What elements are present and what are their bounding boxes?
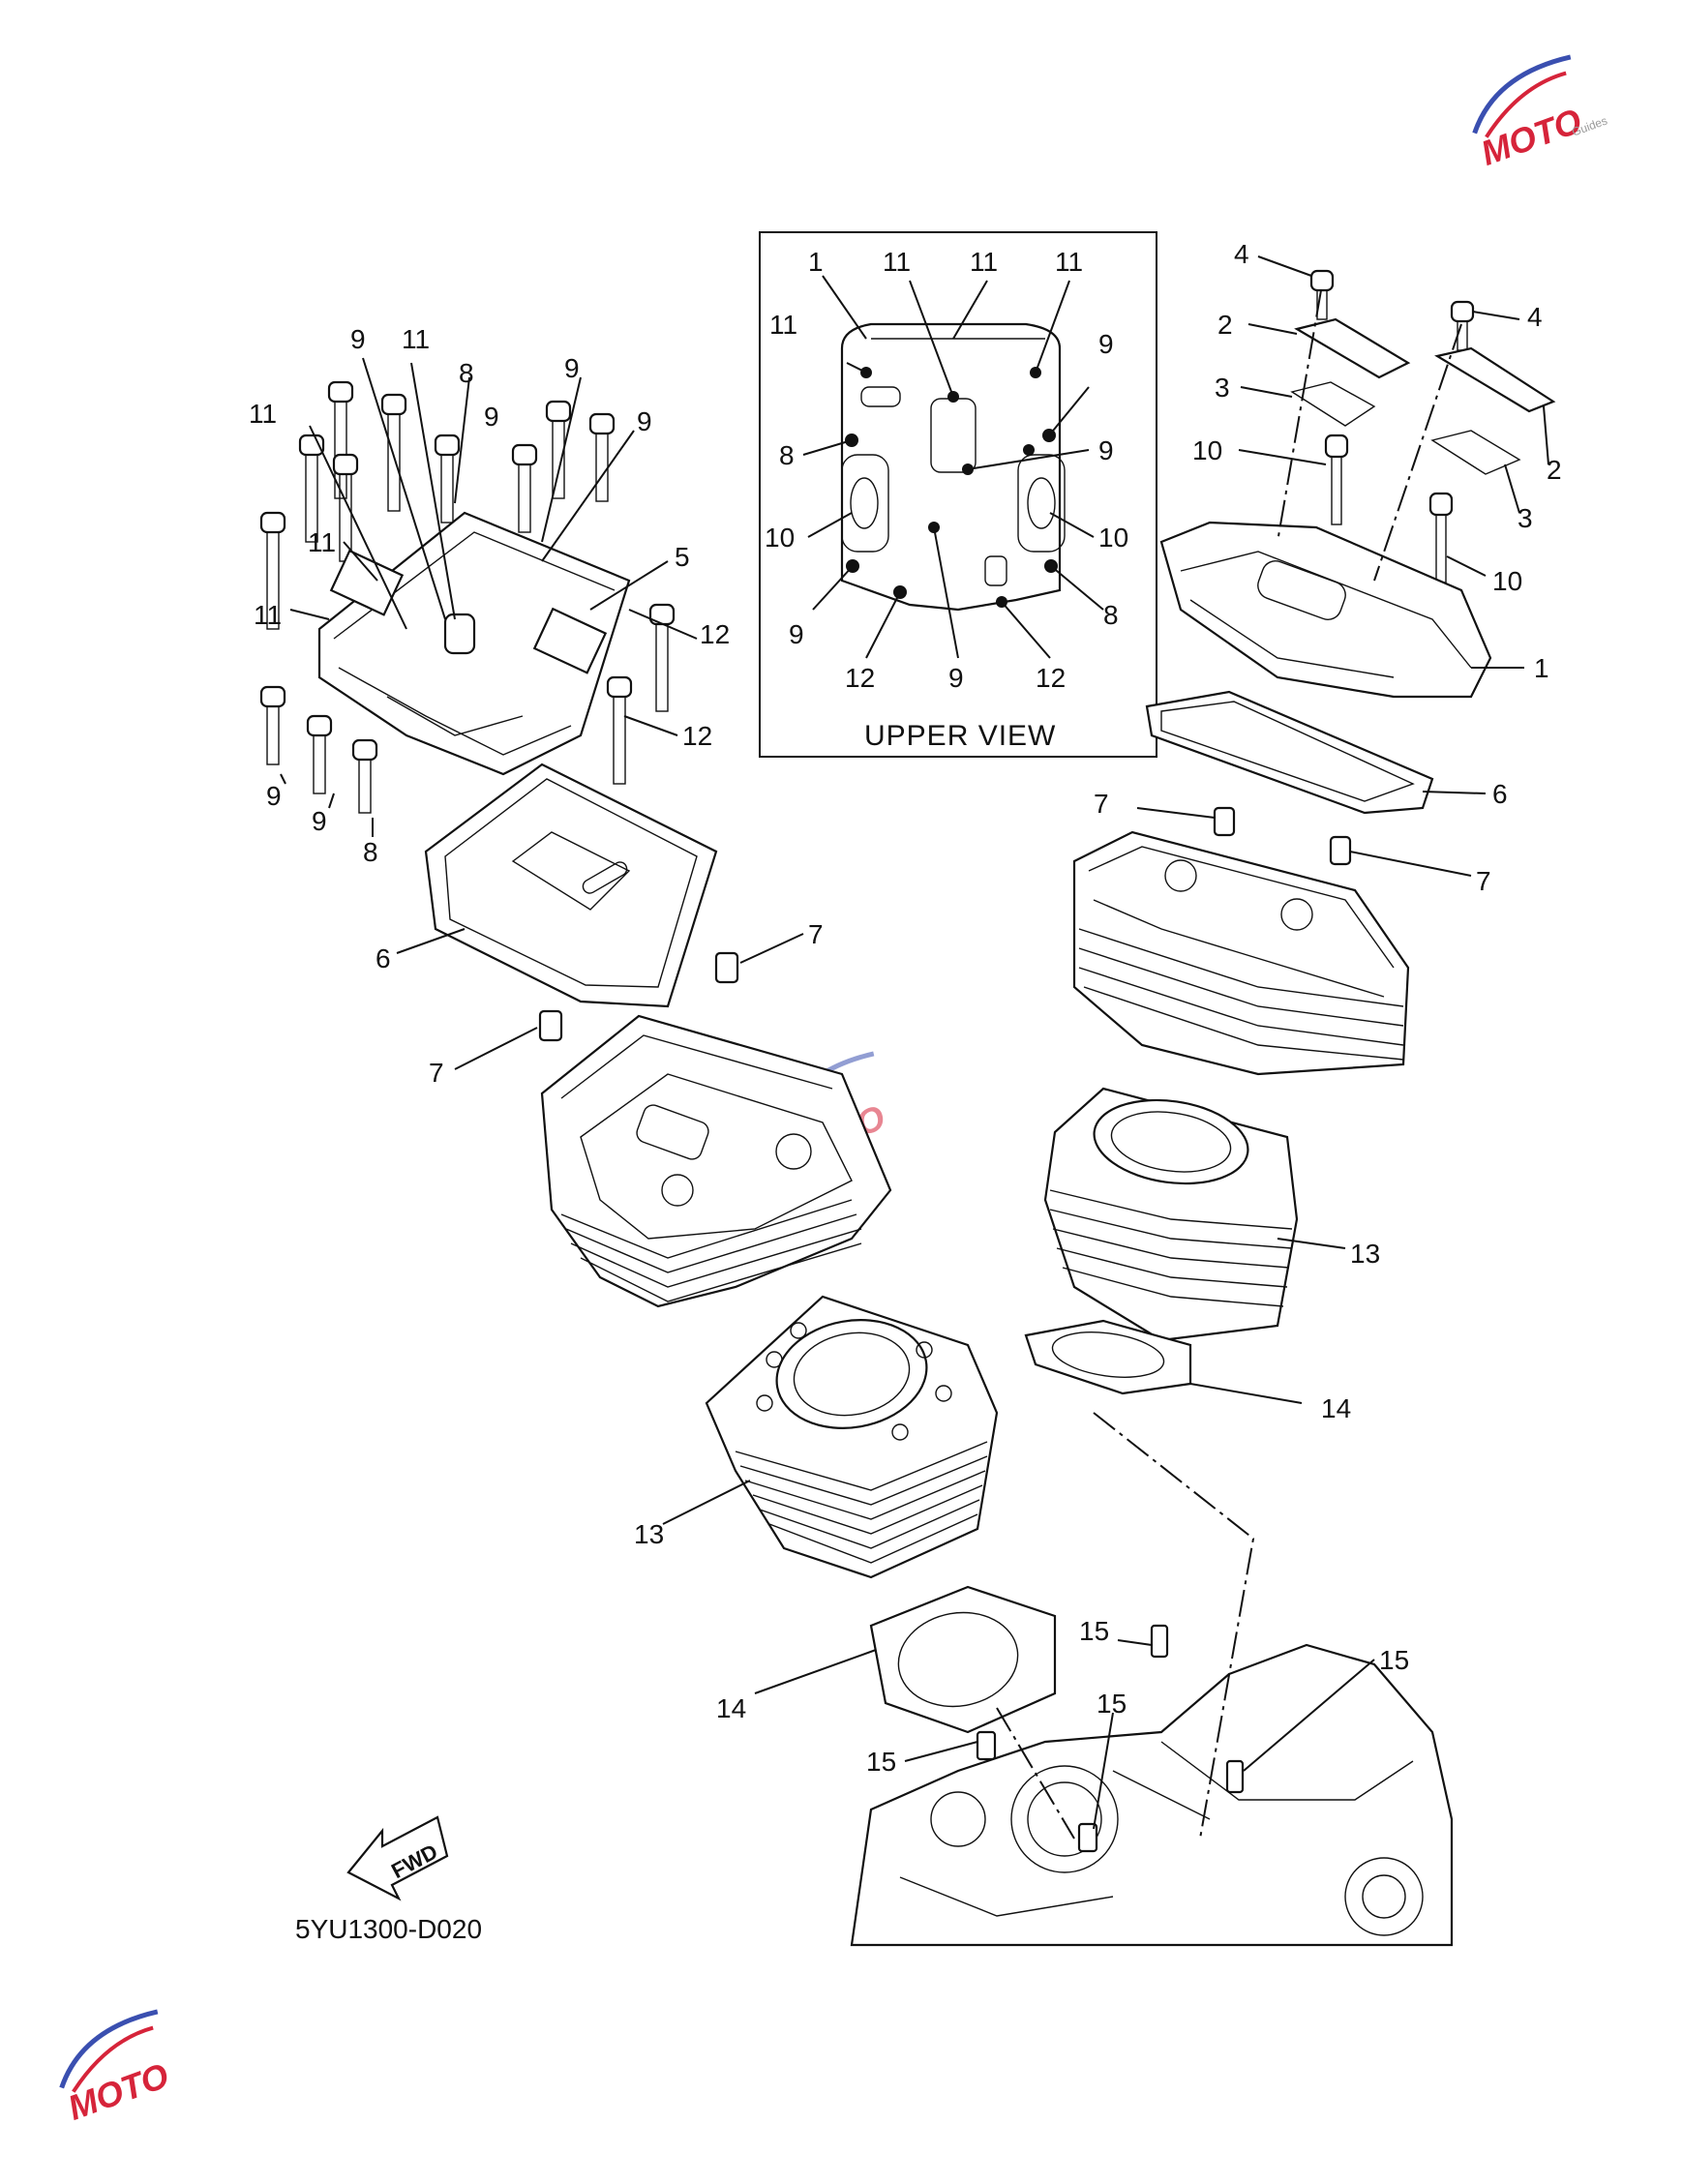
callout-9-bottom-b: 9 (312, 806, 327, 836)
callout-8-bottom: 8 (363, 837, 378, 867)
inset-callout-9d: 9 (948, 663, 964, 693)
callout-9-top-a: 9 (350, 324, 366, 354)
inset-callout-8a: 8 (779, 440, 795, 470)
inset-callout-8b: 8 (1103, 600, 1119, 630)
callout-11-top-a: 11 (402, 324, 430, 354)
callout-11-left-a: 11 (249, 399, 277, 429)
callout-11-left-c: 11 (254, 600, 282, 630)
callout-9-mid-a: 9 (484, 402, 499, 432)
watermark-text: MOTO (1476, 101, 1587, 173)
crankcase: 15 15 15 15 (850, 1412, 1454, 1947)
callout-15-a: 15 (1079, 1616, 1109, 1646)
callout-5: 5 (675, 542, 690, 572)
inset-callout-9c: 9 (789, 619, 804, 649)
callout-2-right-a: 2 (1217, 310, 1233, 340)
callout-8-top: 8 (459, 358, 474, 388)
watermark-top-right: MOTO Guides (1472, 54, 1609, 173)
inset-callout-9b: 9 (1098, 435, 1114, 465)
callout-4-right-a: 4 (1234, 239, 1249, 269)
right-cylinder-head (1072, 830, 1410, 1076)
inset-callout-12b: 12 (1036, 663, 1066, 693)
callout-10-right-b: 10 (1492, 566, 1522, 596)
inset-callout-9a: 9 (1098, 329, 1114, 359)
callout-3-right-b: 3 (1518, 503, 1533, 533)
callout-12-b: 12 (682, 721, 712, 751)
inset-callout-1: 1 (808, 247, 824, 277)
callout-15-c: 15 (1097, 1689, 1127, 1719)
callout-12-a: 12 (700, 619, 730, 649)
inset-callout-11b: 11 (970, 247, 998, 277)
left-head-cover-group: 9 11 8 9 11 9 9 11 11 5 12 12 9 9 8 6 7 … (249, 324, 824, 1088)
callout-15-d: 15 (866, 1747, 896, 1777)
right-head-cover-group: 4 2 3 4 2 3 10 10 1 6 7 7 (1094, 239, 1562, 896)
callout-13-left: 13 (634, 1519, 664, 1549)
callout-7-right-b: 7 (1476, 866, 1491, 896)
callout-7-left-a: 7 (808, 919, 824, 949)
callout-9-right-a: 9 (637, 406, 652, 436)
callout-1-right: 1 (1534, 653, 1549, 683)
callout-10-right-a: 10 (1192, 435, 1222, 465)
inset-callout-10a: 10 (765, 523, 795, 553)
left-cylinder: 13 14 (634, 1295, 1057, 1734)
callout-9-top-b: 9 (564, 353, 580, 383)
inset-callout-11d: 11 (769, 310, 797, 340)
callout-14-right: 14 (1321, 1393, 1351, 1423)
inset-callout-12a: 12 (845, 663, 875, 693)
callout-13-right: 13 (1350, 1239, 1380, 1269)
fwd-arrow: FWD (346, 1815, 449, 1901)
right-cylinder: 13 14 (1024, 1087, 1380, 1423)
callout-3-right-a: 3 (1215, 373, 1230, 403)
watermark-bottom-left: MOTO (59, 2009, 174, 2128)
inset-title: UPPER VIEW (864, 720, 1056, 752)
inset-callout-10b: 10 (1098, 523, 1128, 553)
diagram-code: 5YU1300-D020 (295, 1914, 482, 1944)
inset-callout-11a: 11 (883, 247, 911, 277)
callout-7-left-b: 7 (429, 1058, 444, 1088)
callout-9-bottom-a: 9 (266, 781, 282, 811)
inset-callout-11c: 11 (1055, 247, 1083, 277)
callout-4-right-b: 4 (1527, 302, 1543, 332)
callout-7-right-a: 7 (1094, 789, 1109, 819)
callout-2-right-b: 2 (1547, 455, 1562, 485)
callout-15-b: 15 (1379, 1645, 1409, 1675)
svg-text:MOTO: MOTO (63, 2055, 174, 2128)
upper-view-inset: 1 11 11 11 11 9 8 9 10 10 9 12 9 12 8 UP… (759, 231, 1157, 758)
callout-6-left: 6 (376, 943, 391, 973)
callout-11-left-b: 11 (308, 527, 336, 557)
callout-6-right: 6 (1492, 779, 1508, 809)
left-cylinder-head (540, 1014, 892, 1308)
callout-14-left: 14 (716, 1693, 746, 1723)
